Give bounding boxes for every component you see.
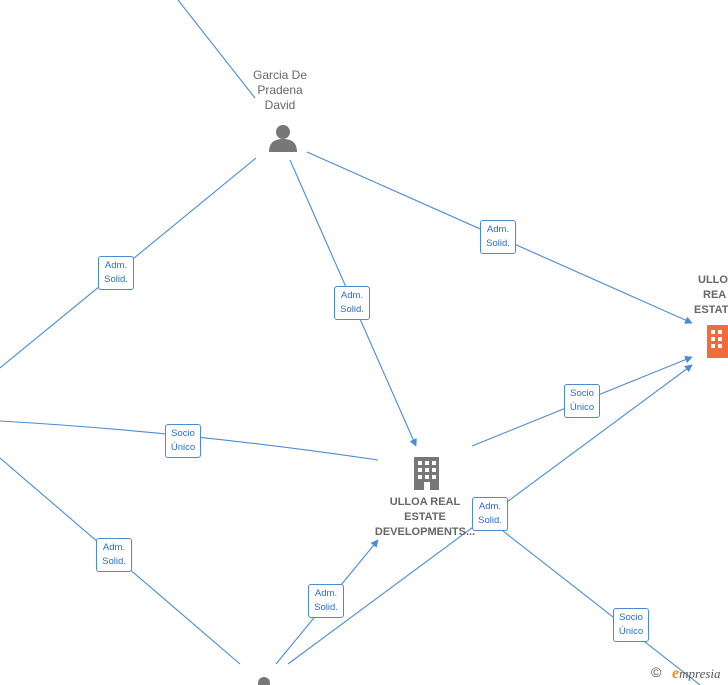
edge-label-line: Solid. — [478, 515, 502, 526]
edge-ulloa-developments-to-bottom-right — [502, 530, 701, 685]
building-icon-ulloa-developments[interactable] — [414, 457, 439, 490]
edge-label-adm-solid[interactable]: Adm. Solid. — [334, 286, 370, 320]
node-label-line: Garcia De — [252, 68, 308, 82]
node-label-ulloa-developments: ULLOA REAL ESTATE DEVELOPMENTS... — [365, 495, 485, 540]
edge-label-line: Adm. — [486, 224, 510, 235]
edge-label-line: Único — [569, 402, 595, 413]
edge-label-adm-solid[interactable]: Adm. Solid. — [96, 538, 132, 572]
node-label-line: DEVELOPMENTS... — [374, 526, 476, 538]
node-label-line: ULLO — [698, 274, 728, 286]
person-icon-garcia[interactable] — [269, 125, 297, 152]
edge-label-adm-solid[interactable]: Adm. Solid. — [308, 584, 344, 618]
edge-label-line: Único — [170, 442, 196, 453]
brand-logo-text: mpresia — [679, 666, 721, 681]
edge-label-line: Adm. — [478, 501, 502, 512]
edge-label-socio-unico[interactable]: Socio Único — [613, 608, 649, 642]
edge-label-adm-solid[interactable]: Adm. Solid. — [98, 256, 134, 290]
node-label-line: REA — [703, 289, 727, 301]
node-label-ulloa-right: ULLO REA ESTAT — [694, 273, 728, 318]
edge-label-line: Solid. — [102, 556, 126, 567]
edge-label-adm-solid[interactable]: Adm. Solid. — [480, 220, 516, 254]
node-label-line: ULLOA REAL — [389, 496, 461, 508]
edge-label-line: Socio — [171, 428, 195, 439]
building-icon-ulloa-right[interactable] — [707, 325, 728, 358]
edge-label-socio-unico[interactable]: Socio Único — [564, 384, 600, 418]
brand-logo[interactable]: empresia — [672, 665, 721, 683]
edge-label-line: Solid. — [340, 304, 364, 315]
edge-label-line: Único — [618, 626, 644, 637]
edge-label-line: Adm. — [340, 290, 364, 301]
node-label-line: Pradena — [257, 83, 303, 97]
edges — [0, 0, 701, 685]
edge-label-line: Adm. — [102, 542, 126, 553]
edge-label-socio-unico[interactable]: Socio Único — [165, 424, 201, 458]
node-label-line: David — [264, 98, 296, 112]
node-label-line: ESTATE — [404, 511, 446, 523]
edge-label-line: Solid. — [314, 602, 338, 613]
node-label-line: ESTAT — [694, 304, 728, 316]
person-icon-bottom[interactable] — [258, 677, 270, 685]
edge-label-line: Solid. — [104, 274, 128, 285]
brand-logo-initial: e — [672, 665, 680, 682]
node-label-garcia: Garcia De Pradena David — [233, 68, 327, 113]
edge-label-adm-solid[interactable]: Adm. Solid. — [472, 497, 508, 531]
edge-label-line: Adm. — [314, 588, 338, 599]
edge-label-line: Adm. — [104, 260, 128, 271]
edge-label-line: Socio — [619, 612, 643, 623]
copyright-icon: © — [651, 664, 662, 680]
edge-label-line: Solid. — [486, 238, 510, 249]
edge-label-line: Socio — [570, 388, 594, 399]
edge-offscreen-to-garcia — [177, 0, 256, 99]
